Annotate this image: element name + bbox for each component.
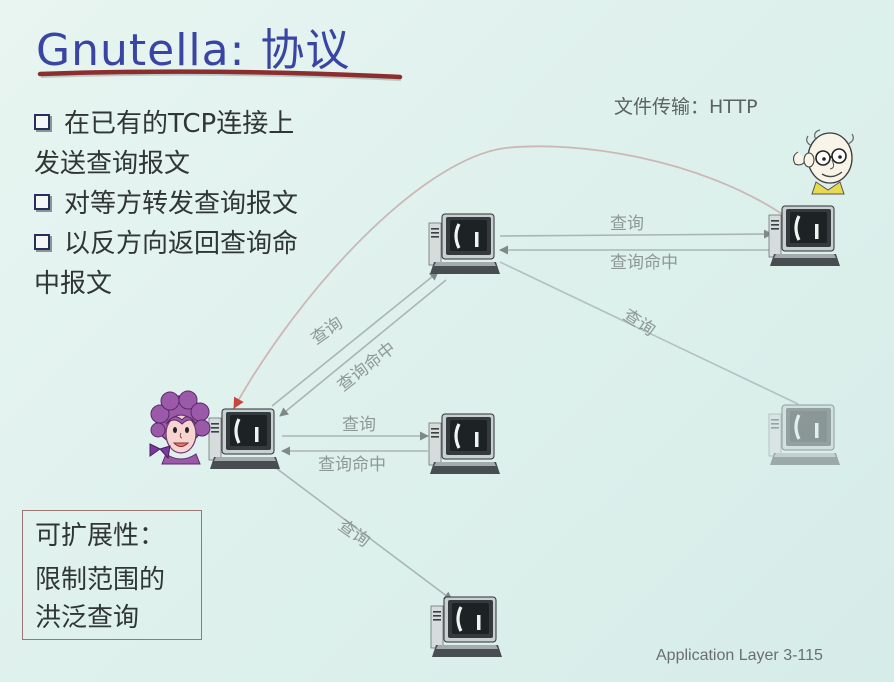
peer-computer-center-middle (427, 412, 502, 476)
title-underline-stroke (37, 69, 403, 80)
bullet-line: 在已有的TCP连接上 (34, 104, 298, 144)
bullet-line: 以反方向返回查询命 (34, 224, 298, 264)
peer-computer-right-faded (767, 403, 842, 467)
scalability-note-line: 限制范围的 (35, 565, 166, 595)
bullet-text: 对等方转发查询报文 (64, 189, 299, 219)
edge-label-c4-c6-query: 查询 (334, 516, 373, 552)
peer-computer-center-top (427, 212, 502, 276)
woman-user-icon (149, 390, 211, 465)
bullet-text-continuation: 发送查询报文 (34, 149, 191, 179)
edge-label-c5-c4-hit: 查询命中 (318, 455, 386, 475)
scalability-note-box: 可扩展性： 限制范围的 洪泛查询 (22, 510, 202, 640)
peer-computer-requester (207, 407, 282, 471)
bullet-text: 以反方向返回查询命 (64, 229, 299, 259)
bullet-text-continuation: 中报文 (34, 269, 113, 299)
connection-lines (233, 145, 799, 601)
bullet-item: 在已有的TCP连接上 发送查询报文 (34, 104, 298, 184)
edge-label-c1-c4-hit: 查询命中 (334, 338, 400, 396)
edge-c4-c6-query (267, 461, 453, 601)
scalability-note-heading: 可扩展性： (35, 521, 166, 551)
bullet-line: 对等方转发查询报文 (34, 184, 298, 224)
edge-label-c2-c1-hit: 查询命中 (610, 253, 678, 273)
edge-c4-c1-query (271, 271, 439, 407)
edge-c1-c4-hit (279, 279, 447, 417)
bullet-item: 对等方转发查询报文 (34, 184, 298, 224)
edge-label-c4-c1-query: 查询 (307, 313, 346, 349)
edge-c1-c3-query (499, 261, 799, 405)
man-user-icon (793, 129, 854, 195)
bullet-text: 在已有的TCP连接上 (64, 109, 295, 139)
slide-footer: Application Layer 3-115 (656, 647, 823, 664)
bullet-item: 以反方向返回查询命 中报文 (34, 224, 298, 304)
file-transfer-label: 文件传输：HTTP (614, 96, 758, 118)
edge-label-c4-c5-query: 查询 (342, 415, 376, 435)
edge-label-c1-c2-query: 查询 (610, 214, 644, 234)
http-transfer-curve (233, 145, 783, 409)
peer-computer-top-right (767, 204, 842, 268)
hollow-square-bullet-icon (34, 234, 50, 250)
hollow-square-bullet-icon (34, 194, 50, 210)
hollow-square-bullet-icon (34, 114, 50, 130)
peer-computer-bottom (429, 595, 504, 659)
slide-title: Gnutella: 协议 (36, 25, 351, 76)
scalability-note-line: 洪泛查询 (35, 603, 140, 633)
edge-c1-c2-query (499, 229, 773, 239)
bullet-list: 在已有的TCP连接上 发送查询报文 对等方转发查询报文 以反方向返回查询命 中报… (34, 104, 298, 304)
